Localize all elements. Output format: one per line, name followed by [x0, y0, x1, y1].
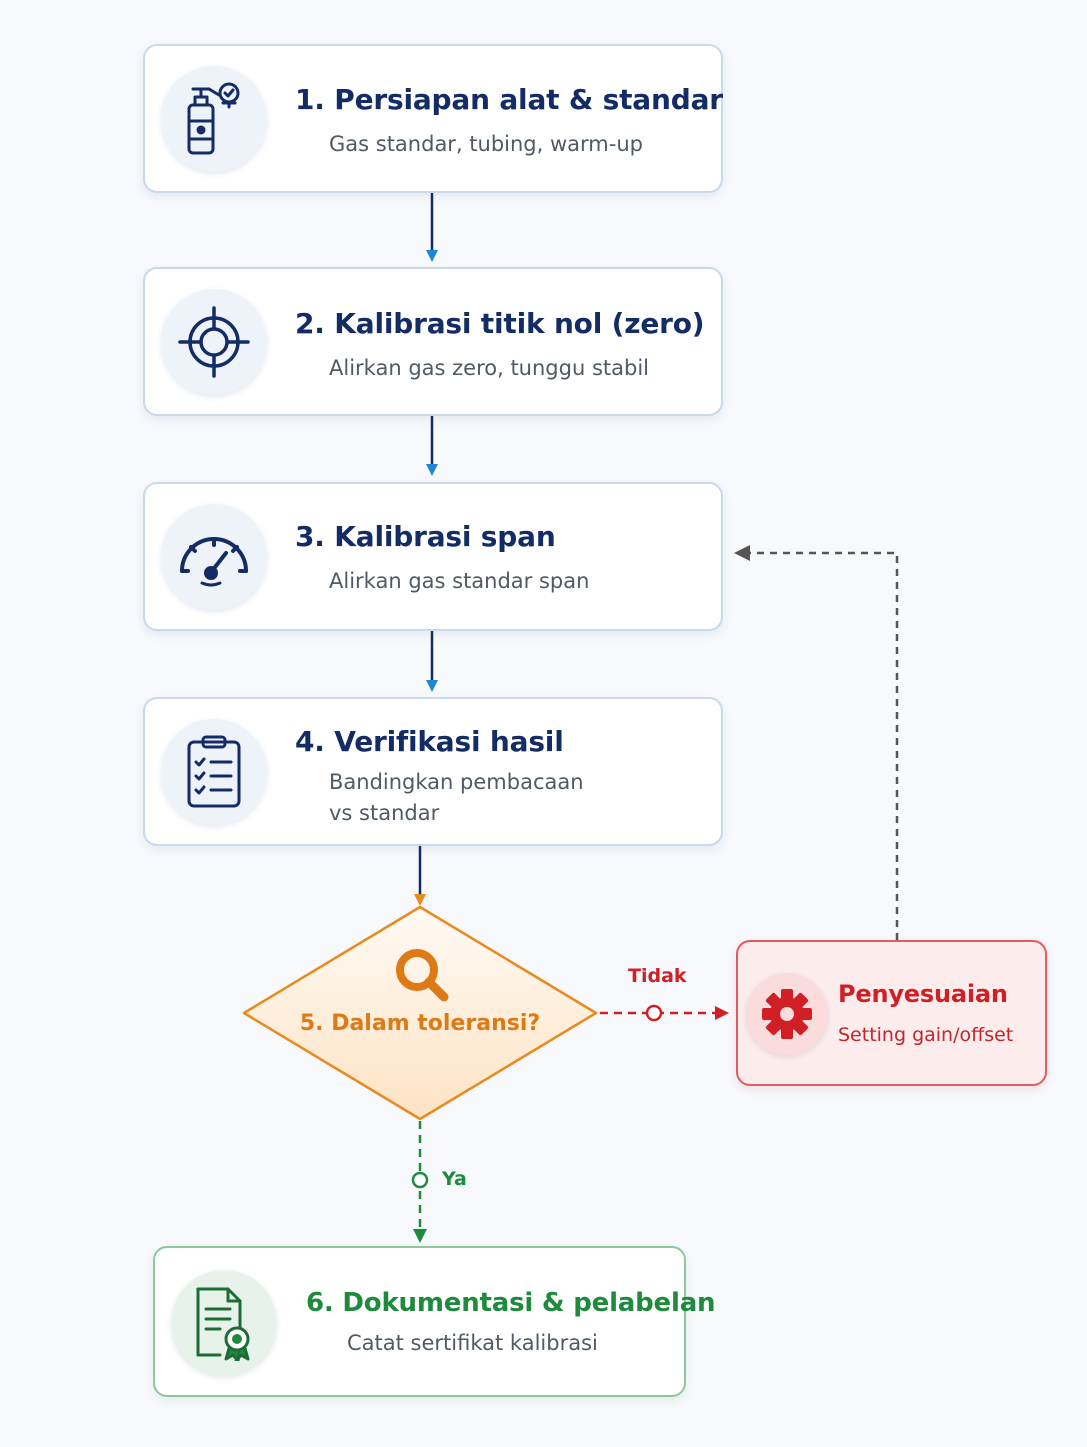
step-4-card: 4. Verifikasi hasil Bandingkan pembacaan… — [143, 697, 723, 846]
no-edge-label: Tidak — [628, 965, 687, 987]
magnifier-icon — [396, 949, 449, 1002]
step-3-subtitle: Alirkan gas standar span — [329, 569, 590, 593]
gauge-icon — [161, 504, 267, 610]
decision-diamond — [242, 905, 598, 1121]
final-card: 6. Dokumentasi & pelabelan Catat sertifi… — [153, 1246, 716, 1397]
step-4-subtitle-line1: Bandingkan pembacaan — [329, 770, 584, 794]
gas-cylinder-icon — [161, 66, 267, 172]
step-3-card: 3. Kalibrasi span Alirkan gas standar sp… — [143, 482, 723, 631]
checklist-icon — [161, 719, 267, 825]
decision-node: 5. Dalam toleransi? — [240, 905, 600, 1121]
yes-edge-label: Ya — [442, 1168, 467, 1190]
gear-icon — [746, 973, 828, 1055]
adjustment-title: Penyesuaian — [838, 980, 1008, 1008]
step-2-card: 2. Kalibrasi titik nol (zero) Alirkan ga… — [143, 267, 723, 416]
step-1-card: 1. Persiapan alat & standar Gas standar,… — [143, 44, 723, 193]
adjustment-card: Penyesuaian Setting gain/offset — [736, 940, 1047, 1086]
final-subtitle: Catat sertifikat kalibrasi — [347, 1331, 598, 1355]
no-edge-node — [645, 1004, 663, 1022]
step-4-title: 4. Verifikasi hasil — [295, 725, 564, 758]
step-2-title: 2. Kalibrasi titik nol (zero) — [295, 307, 705, 340]
step-3-title: 3. Kalibrasi span — [295, 520, 556, 553]
target-icon — [161, 289, 267, 395]
step-4-subtitle-line2: vs standar — [329, 801, 440, 825]
decision-title: 5. Dalam toleransi? — [299, 1011, 541, 1036]
step-1-subtitle: Gas standar, tubing, warm-up — [329, 132, 643, 156]
step-1-title: 1. Persiapan alat & standar — [295, 83, 723, 116]
arrow-loop-back-to-step3 — [734, 545, 899, 940]
final-title: 6. Dokumentasi & pelabelan — [306, 1288, 716, 1318]
step-2-subtitle: Alirkan gas zero, tunggu stabil — [329, 356, 649, 380]
adjustment-subtitle: Setting gain/offset — [838, 1024, 1014, 1046]
yes-edge-node — [411, 1171, 429, 1189]
certificate-icon — [171, 1270, 277, 1376]
